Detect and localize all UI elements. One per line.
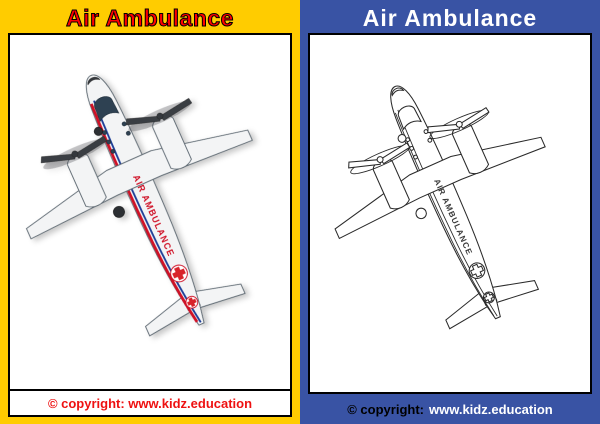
fuselage bbox=[85, 74, 205, 326]
propeller-hub bbox=[71, 150, 79, 158]
propeller-hub bbox=[376, 156, 384, 164]
airplane: AIR AMBULANCE bbox=[334, 85, 546, 330]
main-wheel bbox=[415, 207, 427, 220]
red-cross-icon bbox=[186, 297, 197, 308]
red-cross-icon bbox=[172, 266, 186, 281]
wing bbox=[334, 136, 546, 240]
cabin-window bbox=[427, 137, 433, 143]
airplane: AIR AMBULANCE bbox=[25, 74, 253, 337]
propeller-blade bbox=[458, 106, 490, 130]
right-copyright-label: © copyright: bbox=[347, 401, 424, 417]
right-title-bar: Air Ambulance bbox=[308, 3, 592, 33]
cabin-window bbox=[121, 121, 127, 127]
fuselage bbox=[390, 85, 501, 320]
red-cross-icon bbox=[483, 292, 495, 303]
left-content-box: AIR AMBULANCE © copyright: www.kidz.educ… bbox=[8, 33, 292, 417]
propeller-hub bbox=[156, 112, 164, 120]
cabin-window bbox=[126, 130, 131, 136]
cabin-window bbox=[409, 145, 415, 151]
cabin-window bbox=[102, 130, 107, 135]
right-copyright-site: www.kidz.education bbox=[428, 401, 553, 417]
nose-wheel bbox=[397, 134, 407, 143]
nose-wheel bbox=[93, 126, 103, 136]
right-page-title: Air Ambulance bbox=[362, 4, 538, 31]
airplane-colored-image: AIR AMBULANCE bbox=[25, 74, 253, 337]
cockpit-windshield bbox=[397, 105, 422, 131]
cabin-window bbox=[405, 137, 411, 143]
left-title-bar: Air Ambulance bbox=[8, 3, 292, 33]
main-wheel bbox=[113, 206, 125, 218]
propeller-blade bbox=[379, 142, 411, 165]
cabin-window bbox=[413, 154, 418, 160]
propeller-hub bbox=[455, 120, 463, 128]
right-content-box: AIR AMBULANCE bbox=[308, 33, 592, 394]
left-page-title: Air Ambulance bbox=[66, 4, 234, 31]
colored-panel: Air Ambulance bbox=[0, 0, 300, 424]
propeller-blade bbox=[159, 97, 193, 121]
nose-cone bbox=[391, 87, 405, 97]
left-footer-bar: © copyright: www.kidz.education bbox=[10, 389, 290, 415]
cockpit-windshield bbox=[94, 96, 120, 123]
propeller-blade bbox=[74, 135, 107, 159]
outline-panel: Air Ambulance bbox=[300, 0, 600, 424]
cabin-window bbox=[110, 149, 116, 154]
red-cross-icon bbox=[469, 263, 485, 278]
left-copyright-text: © copyright: www.kidz.education bbox=[47, 395, 253, 411]
airplane-outline-image: AIR AMBULANCE bbox=[334, 85, 546, 330]
nose-cone bbox=[87, 76, 101, 86]
right-footer-bar: © copyright: www.kidz.education bbox=[308, 394, 592, 424]
wing bbox=[25, 129, 253, 240]
colored-illustration-area: AIR AMBULANCE bbox=[10, 35, 290, 389]
cabin-window bbox=[106, 139, 112, 145]
